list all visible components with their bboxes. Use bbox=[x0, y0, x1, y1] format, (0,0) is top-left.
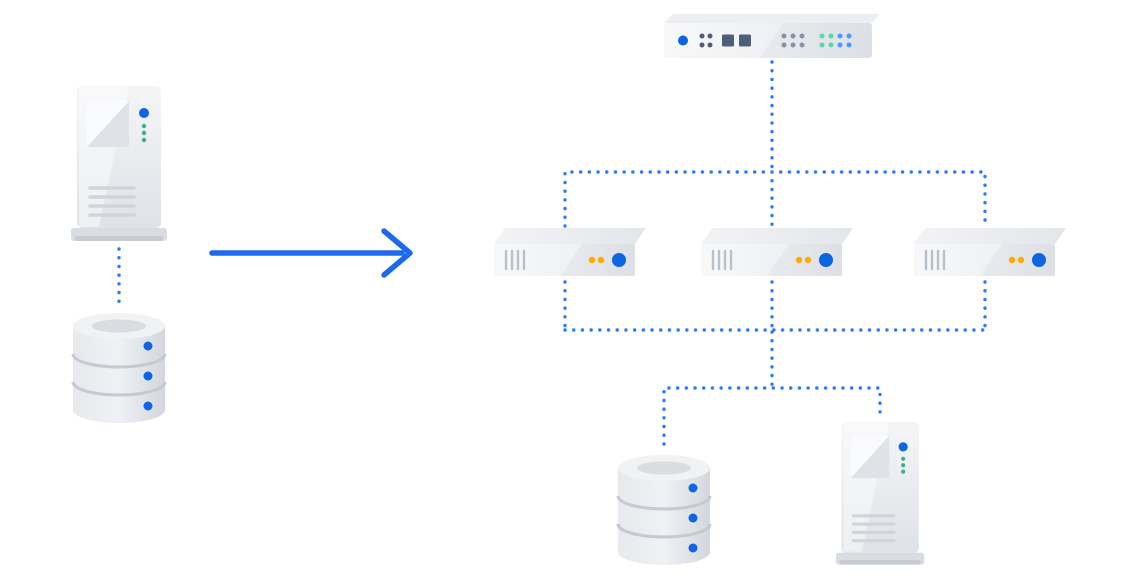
cluster-node-1 bbox=[492, 226, 648, 278]
target-group bbox=[492, 14, 1068, 567]
connector-shared-bus bbox=[662, 386, 882, 446]
migration-arrow bbox=[209, 228, 413, 278]
source-application-server bbox=[69, 84, 169, 243]
cluster-node-2 bbox=[699, 226, 855, 278]
arrow-head-icon bbox=[381, 228, 413, 278]
shared-file-server bbox=[834, 420, 926, 567]
source-group bbox=[69, 84, 169, 425]
source-database bbox=[71, 311, 167, 425]
load-balancer bbox=[664, 14, 880, 58]
connector-cluster-bus bbox=[563, 280, 987, 332]
shared-database bbox=[616, 453, 712, 567]
connector-loadbalancer-bus bbox=[563, 170, 987, 228]
cluster-node-3 bbox=[912, 226, 1068, 278]
